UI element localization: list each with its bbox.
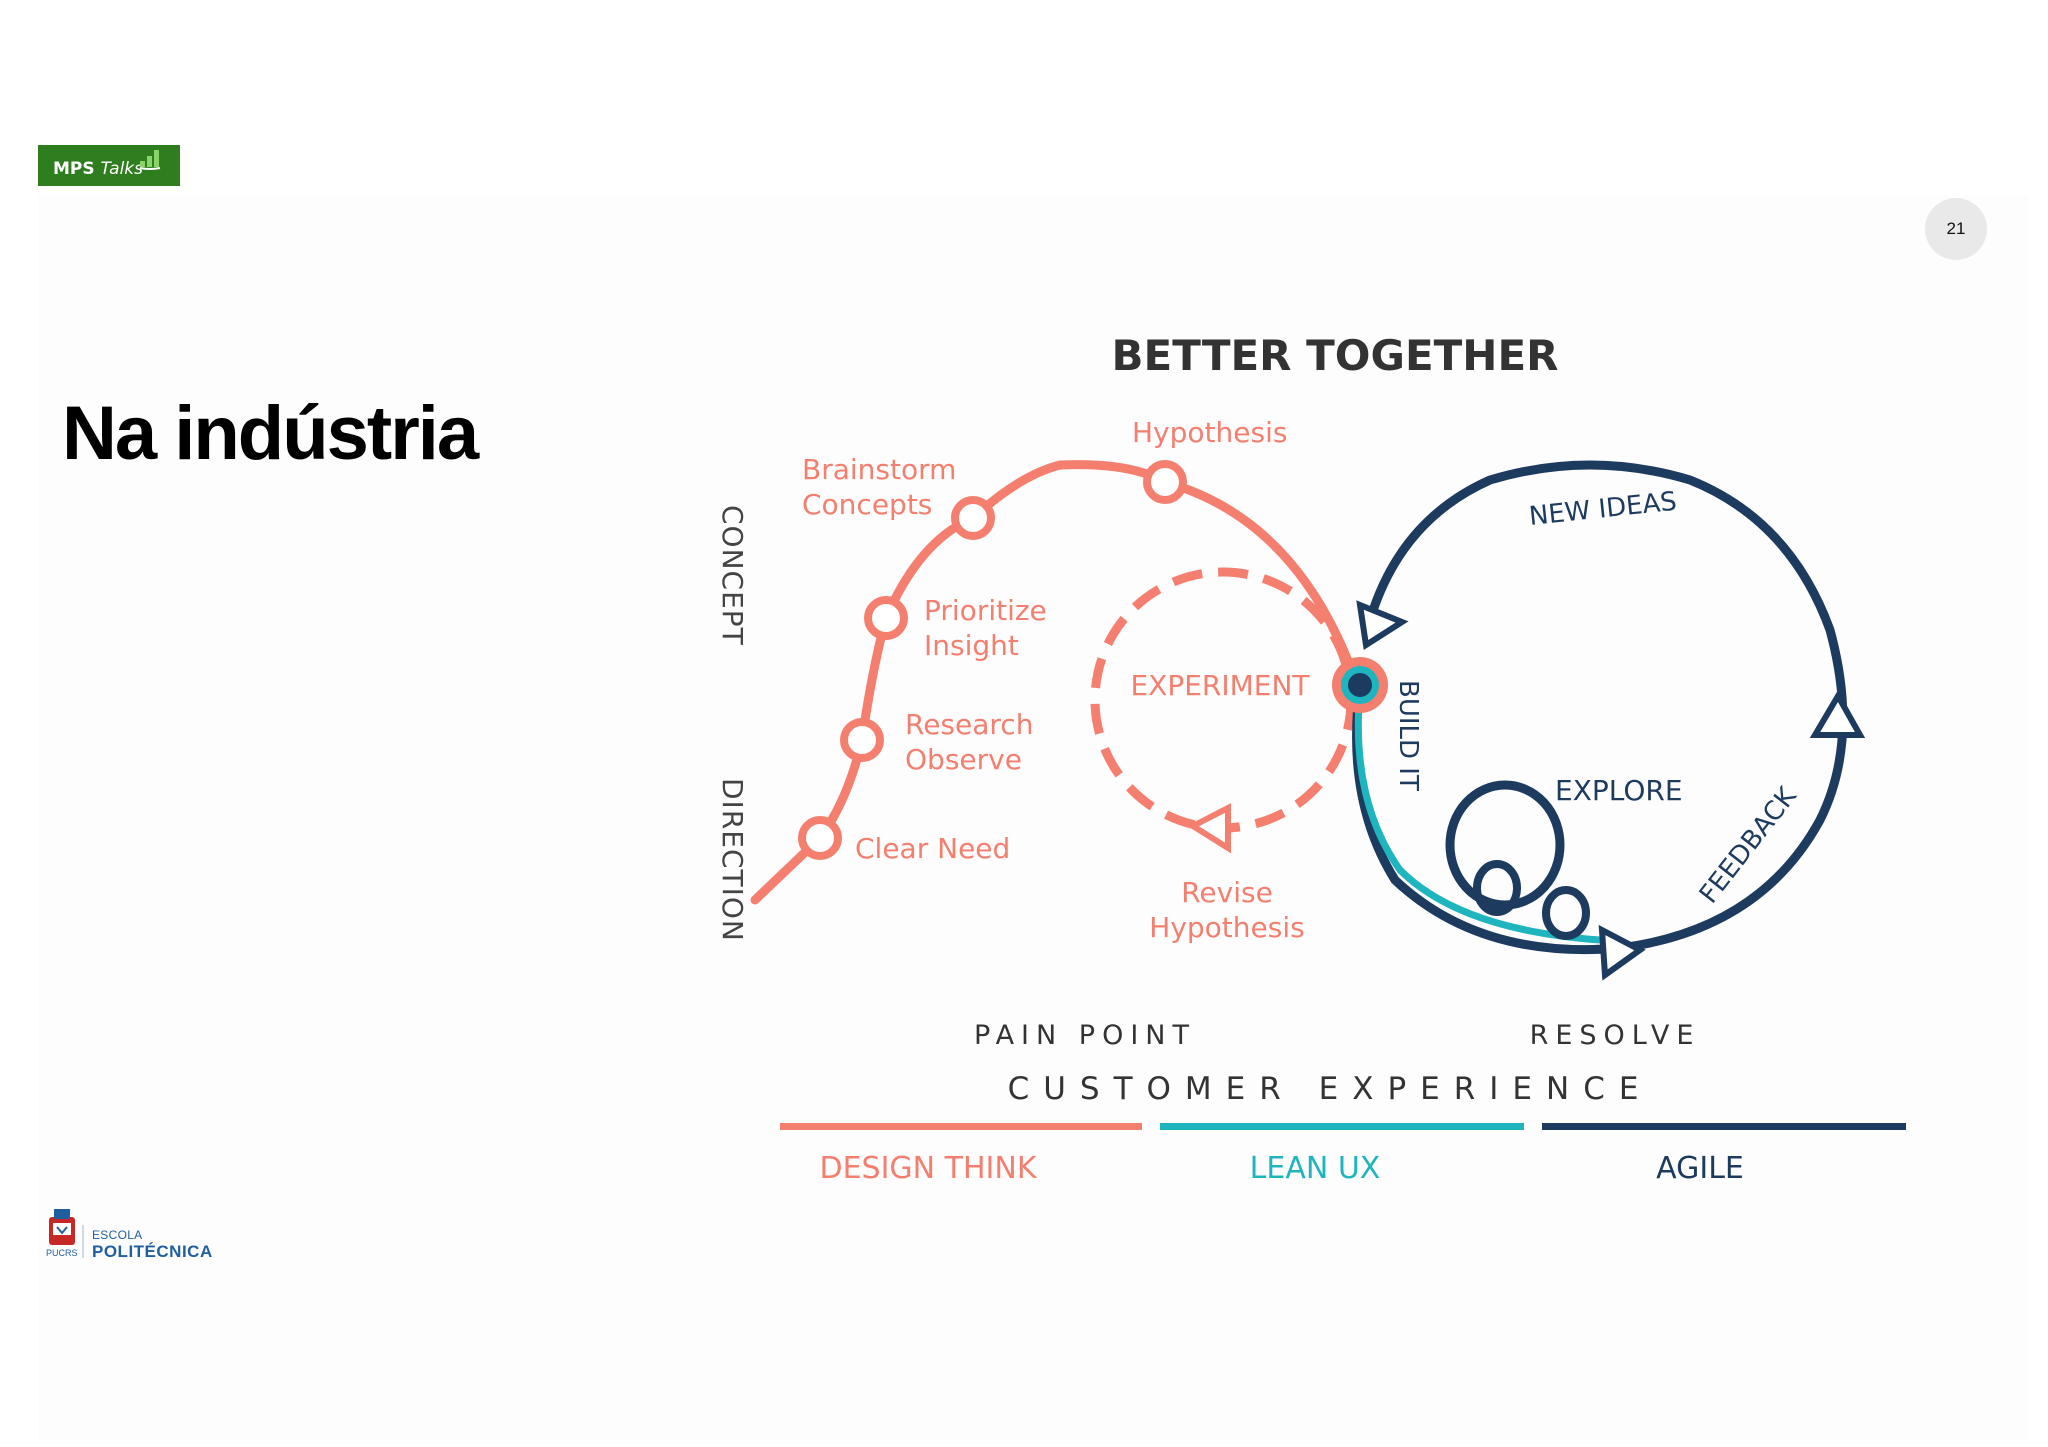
pain-point-label: PAIN POINT (974, 1020, 1196, 1051)
logo-brand: MPS (53, 159, 95, 179)
step-label-prioritize: Prioritize (924, 594, 1047, 627)
resolve-label: RESOLVE (1530, 1020, 1701, 1051)
step-label-concepts: Concepts (802, 488, 932, 521)
lean-ux-path (1354, 686, 1604, 944)
revise-arrow-icon (1186, 803, 1231, 854)
milestone-brainstorm (951, 496, 995, 540)
mps-talks-logo: MPS Talks (38, 145, 180, 186)
step-label-insight: Insight (924, 629, 1019, 662)
side-label-direction: DIRECTION (716, 778, 749, 942)
legend-bar-design-think (780, 1123, 1142, 1130)
slide-canvas (38, 195, 2028, 1440)
page-title: Na indústria (62, 391, 479, 476)
revise-label-line2: Hypothesis (1149, 911, 1304, 944)
school-line2: POLITÉCNICA (92, 1242, 213, 1261)
resolve-arrow-icon (1598, 924, 1646, 981)
page-number-badge: 21 (1925, 198, 1987, 260)
legend-label-agile: AGILE (1656, 1151, 1744, 1186)
legend-label-design-think: DESIGN THINK (819, 1151, 1037, 1186)
explore-loop-medium (1473, 860, 1521, 916)
side-label-concept: CONCEPT (716, 505, 749, 646)
legend-label-lean-ux: LEAN UX (1250, 1151, 1381, 1186)
explore-label: EXPLORE (1555, 774, 1683, 807)
build-it-label: BUILD IT (1393, 680, 1423, 791)
new-ideas-label: NEW IDEAS (1528, 487, 1679, 532)
bar-chart-icon (139, 150, 161, 170)
step-label-research: Research (905, 708, 1033, 741)
agile-loop (1352, 460, 1848, 955)
legend-bar-agile (1542, 1123, 1906, 1130)
new-ideas-arrow-icon (1356, 600, 1409, 651)
customer-experience-label: CUSTOMER EXPERIENCE (1008, 1071, 1653, 1107)
explore-loop-small (1542, 886, 1590, 940)
legend-bar-lean-ux (1160, 1123, 1524, 1130)
milestone-hypothesis (1143, 460, 1187, 504)
page-number: 21 (1946, 219, 1966, 238)
milestone-prioritize (864, 596, 908, 640)
logo-suffix: Talks (100, 159, 143, 179)
experiment-label: EXPERIMENT (1130, 669, 1310, 702)
milestone-clear-need (798, 816, 842, 860)
step-label-clear-need: Clear Need (855, 832, 1010, 865)
step-label-hypothesis: Hypothesis (1132, 416, 1287, 449)
explore-loop-large (1445, 780, 1565, 910)
university-abbr: PUCRS (46, 1248, 78, 1258)
school-line1: ESCOLA (92, 1228, 143, 1242)
feedback-label: FEEDBACK (1694, 781, 1803, 909)
diagram-heading: BETTER TOGETHER (1112, 331, 1559, 380)
feedback-arrow-icon (1809, 689, 1866, 738)
step-label-brainstorm: Brainstorm (802, 453, 956, 486)
step-label-observe: Observe (905, 743, 1022, 776)
milestone-research (840, 718, 884, 762)
pucrs-crest-icon (49, 1209, 84, 1258)
build-node-core (1348, 673, 1372, 697)
revise-label-line1: Revise (1181, 876, 1273, 909)
